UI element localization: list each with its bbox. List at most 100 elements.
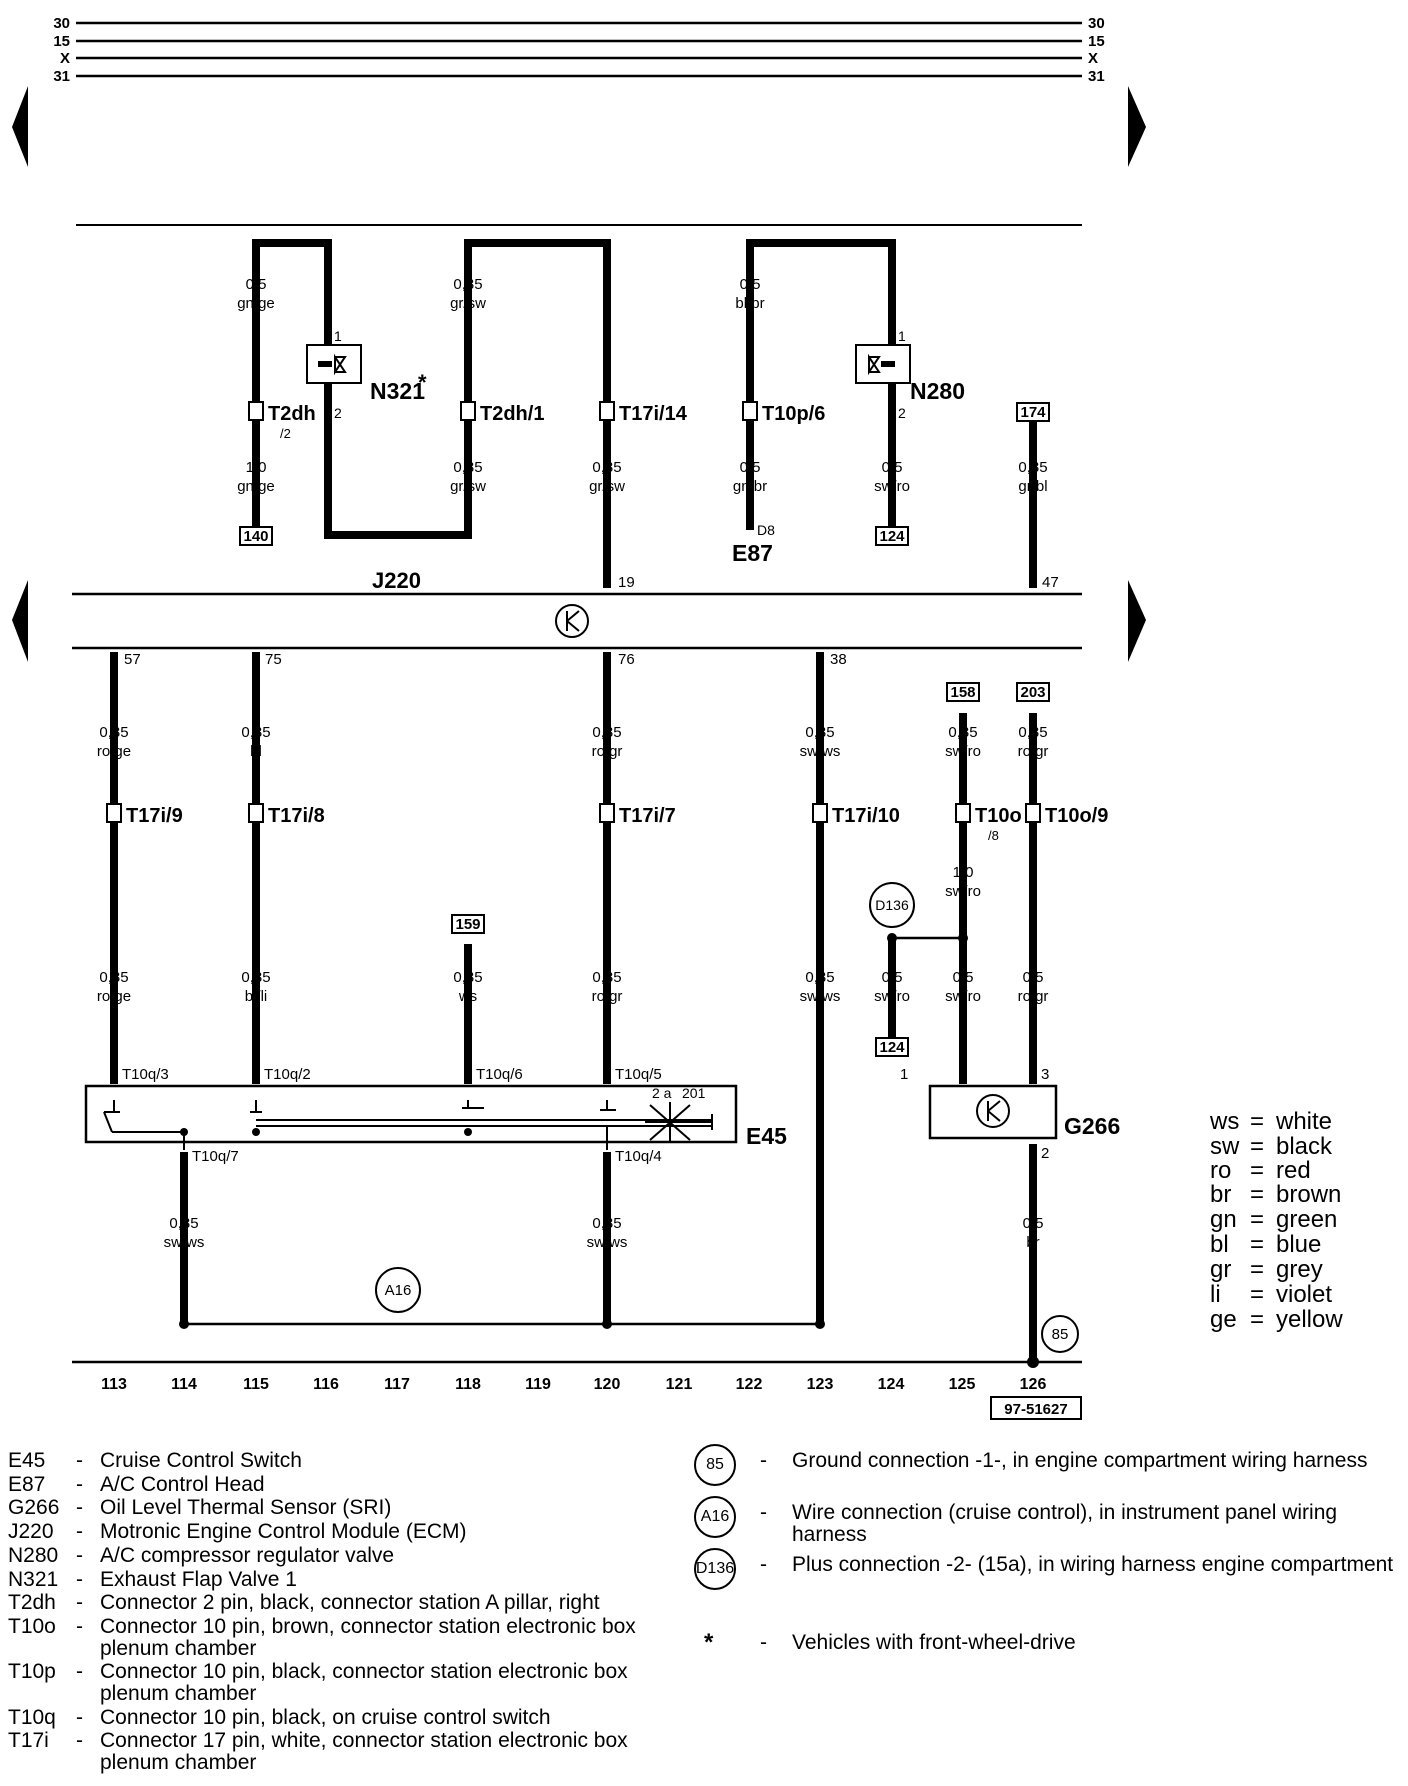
a16-badge — [375, 1267, 421, 1313]
wire-label-size: 0,35 — [241, 724, 270, 741]
connector-label: T10o/9 — [1045, 805, 1108, 827]
connector-icon — [599, 401, 615, 421]
module-pin: 47 — [1042, 574, 1059, 591]
wire-label-size: 0,35 — [453, 459, 482, 476]
connector-icon — [599, 803, 615, 823]
diagram-id: 97-51627 — [1004, 1401, 1067, 1418]
ref-label: 203 — [1020, 684, 1045, 701]
d136-badge — [869, 882, 915, 928]
bus-label-right-30: 30 — [1088, 15, 1105, 32]
wire-label-size: 1,0 — [246, 459, 267, 476]
ref-label: 159 — [455, 916, 480, 933]
connector-label: T10p/6 — [762, 403, 825, 425]
next-page-arrow-top[interactable] — [1128, 86, 1146, 167]
track-number: 126 — [1020, 1376, 1047, 1393]
wire-label-color: gr/sw — [589, 478, 625, 495]
wire-label-size: 0,35 — [99, 969, 128, 986]
e45-pin: T10q/4 — [615, 1148, 662, 1165]
n280-pin-1: 1 — [898, 328, 906, 344]
ref-box — [1016, 402, 1050, 422]
bus-lines — [76, 21, 1082, 78]
component-e45: T10q/3 T10q/2 T10q/6 T10q/5 T10q/7 T10q/… — [84, 1066, 787, 1165]
track-number: 122 — [736, 1376, 763, 1393]
wire-label-size: 0,35 — [1018, 724, 1047, 741]
wire-n280-left — [746, 239, 896, 530]
module-pin: 57 — [124, 651, 141, 668]
wire-label-color: sw/ws — [587, 1234, 628, 1251]
connector-icon — [248, 401, 264, 421]
star-icon: * — [704, 1629, 714, 1656]
wire-label-size: 0,35 — [805, 969, 834, 986]
connector-label: T17i/8 — [268, 805, 325, 827]
bus-label-left-x: X — [60, 50, 70, 67]
prev-page-arrow-top[interactable] — [12, 86, 28, 167]
component-n280: N280 1 2 — [855, 328, 965, 421]
wire-label-size: 0,35 — [453, 969, 482, 986]
wire-label-size: 0,5 — [740, 276, 761, 293]
connector-label: T17i/10 — [832, 805, 900, 827]
e45-inner: 2 a — [652, 1085, 672, 1101]
wire-label-color: gr/sw — [450, 478, 486, 495]
connector-icon — [955, 803, 971, 823]
connector-label: T17i/7 — [619, 805, 676, 827]
wire-label-color: sw/ro — [874, 478, 910, 495]
n321-star: * — [418, 370, 427, 395]
wire-label-size: 0,35 — [1018, 459, 1047, 476]
bus-label-right-15: 15 — [1088, 33, 1105, 50]
ground-badge: 85 — [694, 1444, 736, 1486]
wire-label-size: 0,35 — [948, 724, 977, 741]
ecu-icon — [555, 604, 589, 638]
ground-85-badge — [1041, 1315, 1079, 1353]
bus-label-right-31: 31 — [1088, 68, 1105, 85]
e45-pin: T10q/3 — [122, 1066, 169, 1083]
connector-sub: /8 — [988, 828, 999, 843]
module-pin: 19 — [618, 574, 635, 591]
wire-n321-left — [252, 239, 332, 535]
e45-pin: T10q/5 — [615, 1066, 662, 1083]
track-number: 121 — [666, 1376, 693, 1393]
e87-label: E87 — [732, 540, 773, 566]
wire-label-color: ro/gr — [1018, 988, 1049, 1005]
ref-label: 124 — [879, 528, 905, 545]
wire-label-size: 0,35 — [592, 1215, 621, 1232]
g266-pin: 2 — [1041, 1145, 1049, 1162]
wire-label-color: ro/gr — [592, 988, 623, 1005]
n280-label: N280 — [910, 378, 965, 404]
wire-label-color: ws — [458, 988, 477, 1005]
ground-85-label: 85 — [1052, 1326, 1069, 1343]
wire-label-size: 0,35 — [453, 276, 482, 293]
wire-label-color: gr/bl — [1018, 478, 1047, 495]
track-number: 124 — [878, 1376, 905, 1393]
ref-box — [875, 526, 909, 546]
track-number: 125 — [949, 1376, 976, 1393]
sensor-icon — [976, 1094, 1010, 1128]
wire-label-color: bl — [250, 743, 262, 760]
e45-pin: T10q/2 — [264, 1066, 311, 1083]
n321-label: N321 — [370, 378, 425, 404]
wire-label-size: 0,5 — [740, 459, 761, 476]
e45-inner: 201 — [682, 1085, 706, 1101]
ref-box — [946, 682, 980, 702]
bus-label-left-31: 31 — [53, 68, 70, 85]
n321-pin-2: 2 — [334, 405, 342, 421]
next-page-arrow-mid[interactable] — [1128, 580, 1146, 662]
track-number: 118 — [455, 1376, 481, 1393]
switch-contacts-icon — [103, 1100, 713, 1150]
module-label: J220 — [372, 568, 421, 593]
wire-label-color: sw/ro — [945, 988, 981, 1005]
a16-label: A16 — [385, 1282, 412, 1299]
ref-box — [1016, 682, 1050, 702]
module-pin: 38 — [830, 651, 847, 668]
wire-label-color: sw/ro — [874, 988, 910, 1005]
prev-page-arrow-mid[interactable] — [12, 580, 28, 662]
e87-pin: D8 — [757, 522, 775, 538]
e45-pin: T10q/6 — [476, 1066, 523, 1083]
connector-icon — [106, 803, 122, 823]
wire-label-size: 0,35 — [99, 724, 128, 741]
n280-pin-2: 2 — [898, 405, 906, 421]
wire-label-size: 0,35 — [805, 724, 834, 741]
plus-connection-badge: D136 — [694, 1548, 736, 1590]
e45-pin: T10q/7 — [192, 1148, 239, 1165]
track-number: 113 — [101, 1376, 127, 1393]
